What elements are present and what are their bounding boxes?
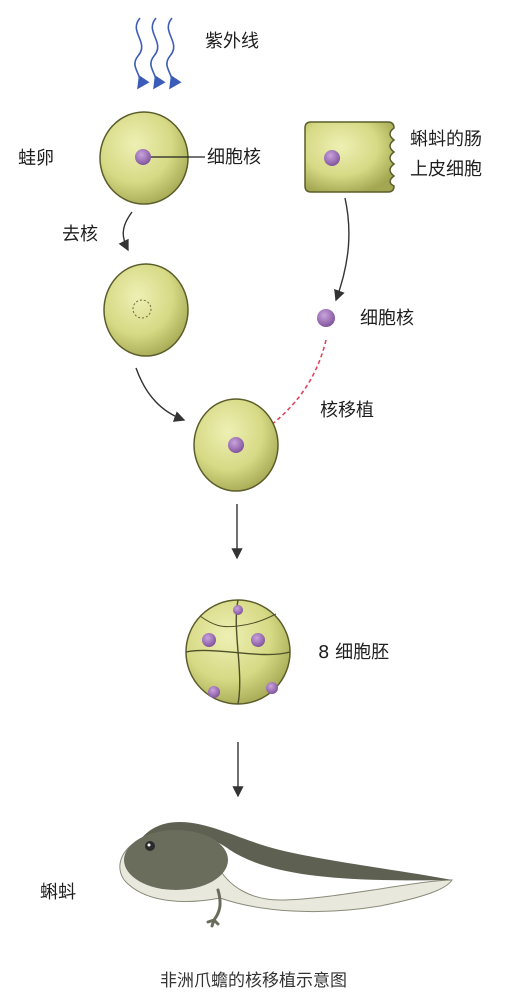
tadpole-label: 蝌蚪 [40, 882, 76, 903]
uv-label: 紫外线 [205, 31, 259, 52]
intestinal-epithelial-cell [304, 121, 396, 193]
removed-nucleus-outline [132, 299, 152, 319]
eight-cell-embryo [185, 599, 291, 705]
embryo-nucleus-1 [202, 633, 216, 647]
transplanted-nucleus [228, 437, 244, 453]
arrow-enucleate [118, 211, 133, 252]
embryo-nucleus-5 [266, 682, 278, 694]
eight-cell-embryo-label: 8 细胞胚 [318, 642, 390, 663]
arrow-extract-nucleus [334, 197, 350, 302]
embryo-nucleus-3 [233, 605, 243, 615]
epithelial-nucleus [324, 150, 340, 166]
intestinal-cell-label-line2: 上皮细胞 [410, 159, 482, 180]
frog-egg-label: 蛙卵 [18, 148, 54, 169]
embryo-nucleus-4 [208, 686, 220, 698]
uv-rays [134, 17, 182, 90]
nuclear-transfer-label: 核移植 [320, 400, 374, 421]
egg-nucleus [135, 149, 151, 165]
tadpole-leg [206, 888, 222, 928]
frog-egg-cell [99, 111, 205, 205]
tadpole-illustration [119, 822, 453, 928]
enucleate-label: 去核 [62, 224, 98, 245]
figure-caption: 非洲爪蟾的核移植示意图 [160, 971, 347, 991]
enucleated-egg-cell [103, 263, 189, 357]
intestinal-cell-label-line1: 蝌蚪的肠 [410, 129, 482, 150]
reconstructed-egg-cell [193, 398, 279, 492]
embryo-nucleus-2 [251, 633, 265, 647]
isolated-nucleus [317, 309, 335, 327]
isolated-nucleus-label: 细胞核 [360, 308, 414, 329]
arrow-to-recipient [135, 367, 186, 422]
nucleus-label: 细胞核 [207, 147, 261, 168]
